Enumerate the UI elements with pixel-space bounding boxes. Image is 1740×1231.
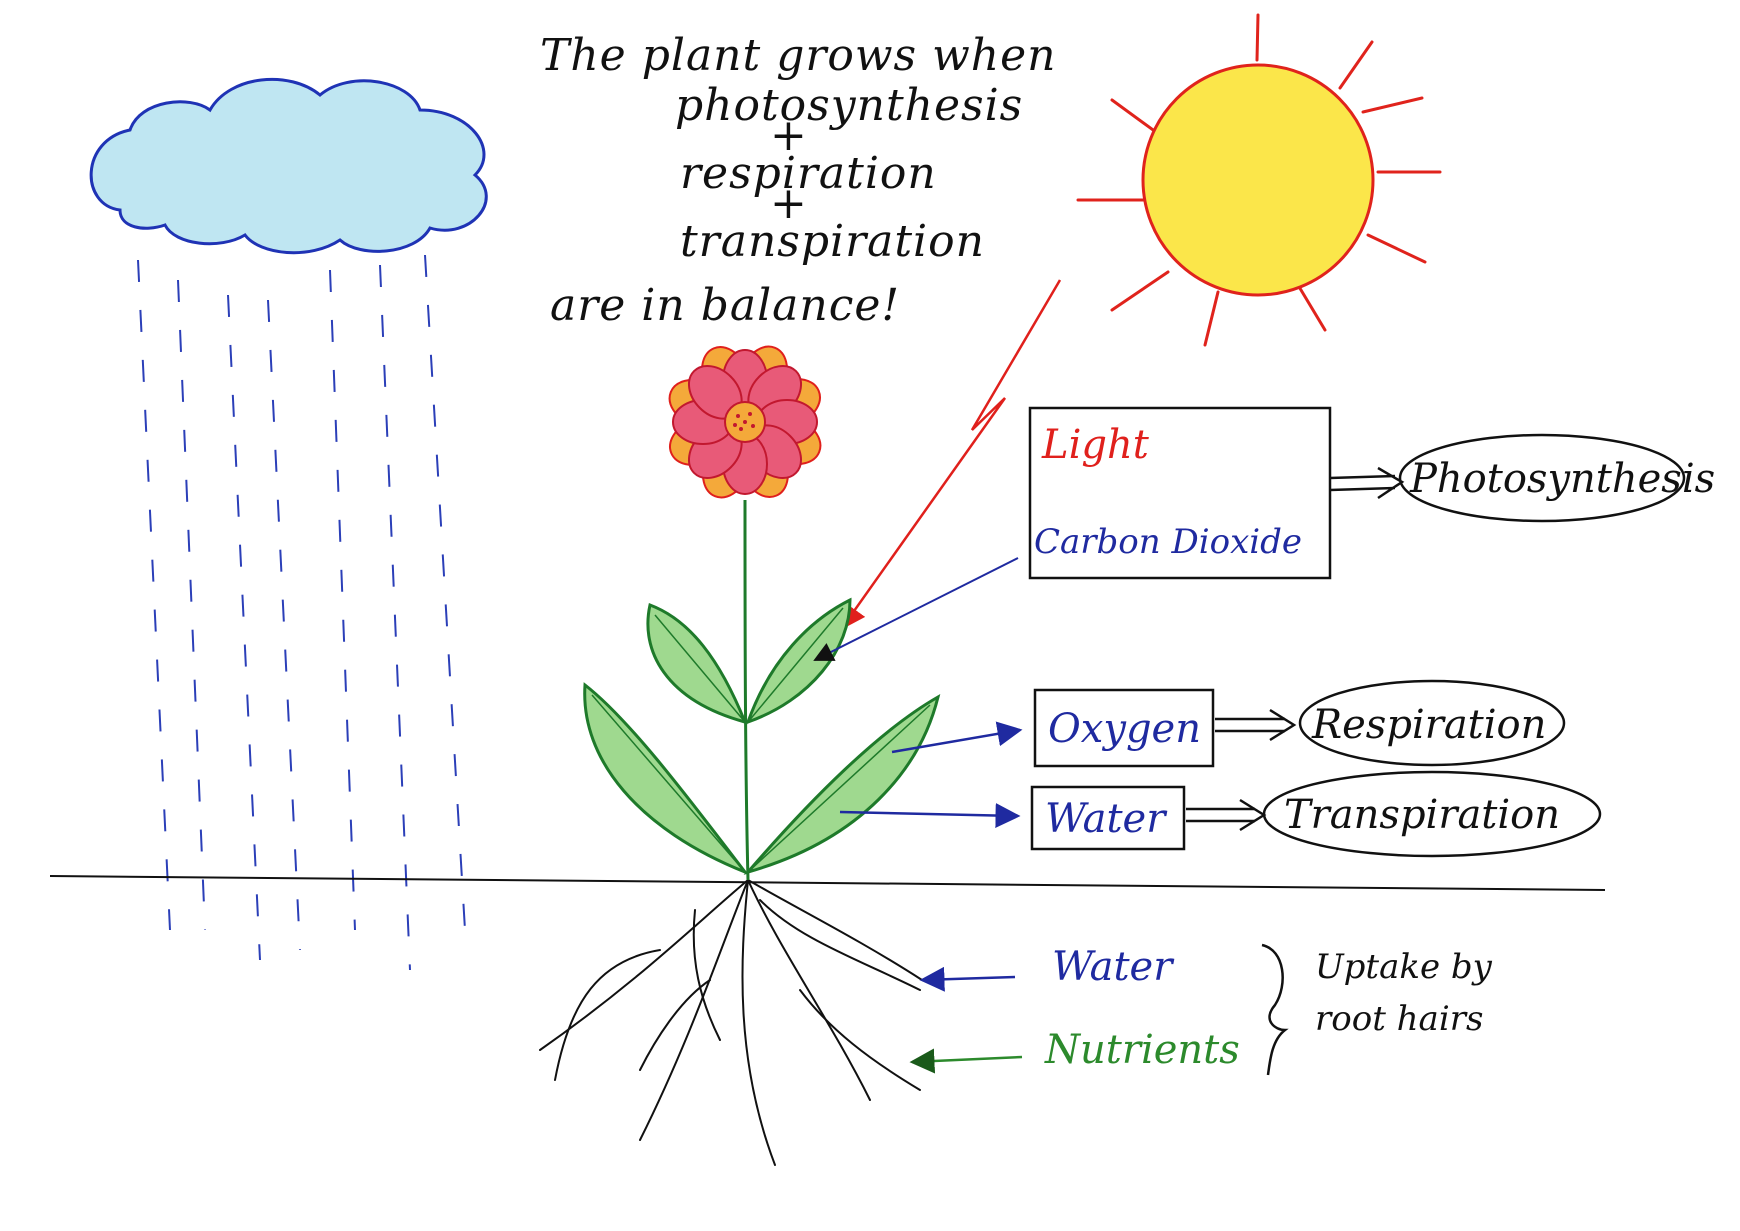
- transpiration-label: Transpiration: [1284, 792, 1560, 838]
- carbon-dioxide-label: Carbon Dioxide: [1034, 522, 1302, 562]
- title-line-2: photosynthesis: [675, 80, 1023, 131]
- ground-line: [49, 875, 1606, 891]
- respiration-label: Respiration: [1311, 702, 1546, 748]
- flower-icon: [668, 345, 822, 499]
- plant-stem: [743, 499, 750, 881]
- uptake-line-2: root hairs: [1315, 999, 1483, 1039]
- uptake-line-1: Uptake by: [1315, 947, 1493, 987]
- title-line-1: The plant grows when: [540, 30, 1056, 81]
- leaves: [583, 597, 941, 876]
- photosynthesis-label: Photosynthesis: [1409, 456, 1715, 502]
- cloud-icon: [89, 77, 488, 255]
- water-box: Water: [1030, 785, 1186, 851]
- title-line-3: respiration: [680, 148, 937, 199]
- sun-icon: [1076, 13, 1442, 347]
- oxygen-box: Oxygen: [1033, 688, 1215, 768]
- root-nutrients-label: Nutrients: [1044, 1027, 1240, 1073]
- title-plus-2: +: [770, 178, 808, 229]
- root-water-arrow: [919, 966, 1016, 992]
- root-nutrients-arrow: [909, 1048, 1023, 1074]
- photosynthesis-double-arrow: [1329, 466, 1405, 500]
- title-block: The plant grows when photosynthesis + re…: [540, 30, 1056, 331]
- title-line-4: transpiration: [680, 216, 985, 267]
- oxygen-label: Oxygen: [1048, 706, 1201, 752]
- uptake-brace: [1261, 943, 1289, 1076]
- water-box-label: Water: [1045, 796, 1168, 842]
- carbon-dioxide-arrow: [813, 557, 1019, 661]
- light-ray-arrow: [840, 279, 1062, 631]
- respiration-double-arrow: [1215, 708, 1297, 742]
- rain-drops: [137, 254, 466, 971]
- transpiration-process: Transpiration: [1262, 770, 1602, 858]
- water-arrow: [839, 802, 1021, 828]
- title-plus-1: +: [770, 110, 808, 161]
- oxygen-arrow: [891, 721, 1023, 754]
- leaf-veins: [591, 607, 931, 873]
- title-line-5: are in balance!: [550, 280, 900, 331]
- root-water-label: Water: [1052, 944, 1175, 990]
- roots: [539, 879, 923, 1166]
- photosynthesis-process: Photosynthesis: [1398, 433, 1715, 523]
- inputs-box: Light Carbon Dioxide: [1028, 406, 1332, 580]
- light-label: Light: [1041, 422, 1150, 468]
- transpiration-double-arrow: [1186, 798, 1267, 832]
- respiration-process: Respiration: [1298, 679, 1566, 767]
